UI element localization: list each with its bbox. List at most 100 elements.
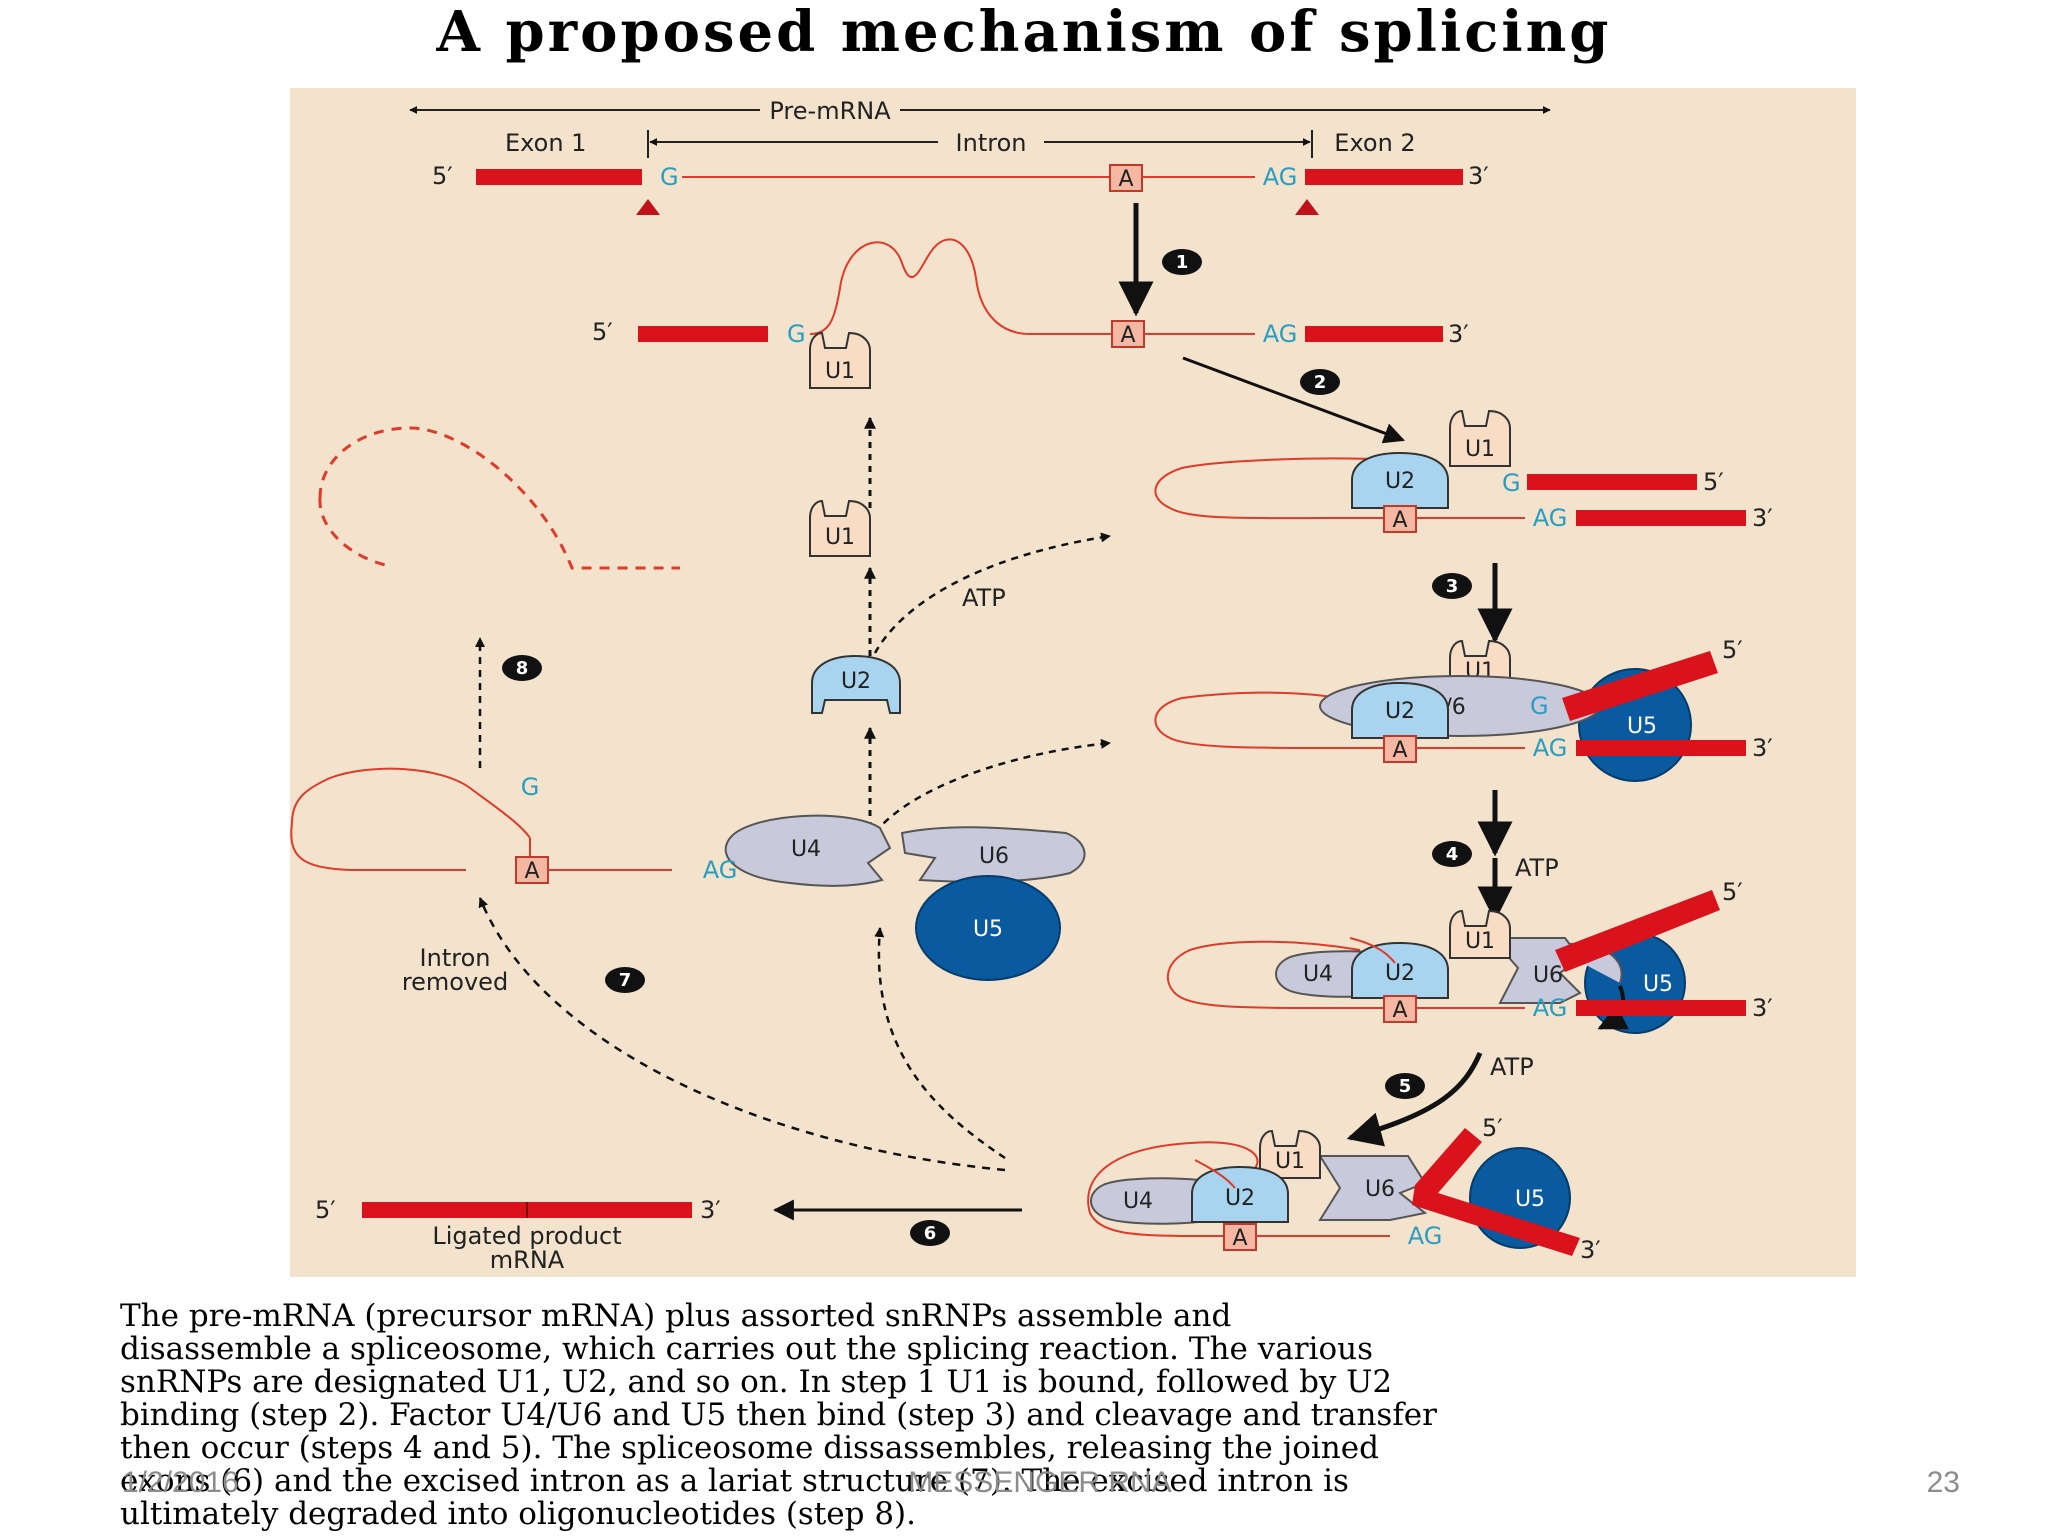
svg-text:7: 7 <box>619 970 632 991</box>
step-5-marker: 5 <box>1385 1073 1425 1099</box>
step-3-marker: 3 <box>1432 573 1472 599</box>
svg-text:5′: 5′ <box>592 318 613 346</box>
slide-number: 23 <box>1926 1466 1960 1499</box>
svg-text:AG: AG <box>1533 734 1568 762</box>
ligated-label-2: mRNA <box>490 1246 565 1274</box>
cleavage-row: U5 U6 5′ U1 U4 U2 A AG 3′ <box>1166 878 1773 1034</box>
svg-text:U6: U6 <box>1533 963 1563 988</box>
svg-text:3′: 3′ <box>700 1196 721 1224</box>
svg-text:U1: U1 <box>1465 437 1495 462</box>
svg-text:8: 8 <box>516 658 529 679</box>
svg-text:U4: U4 <box>791 837 821 862</box>
footer-date: 1/2/2016 <box>122 1466 239 1499</box>
three-prime-label: 3′ <box>1468 162 1489 190</box>
footer-title: MESSENGER RNA <box>908 1466 1172 1499</box>
svg-text:AG: AG <box>1533 994 1568 1022</box>
svg-text:U1: U1 <box>1465 929 1495 954</box>
splicing-diagram: Pre-mRNA Intron Exon 1 Exon 2 5′ G A AG … <box>290 88 1856 1277</box>
svg-text:U1: U1 <box>825 525 855 550</box>
caption-line: ultimately degraded into oligonucleotide… <box>120 1496 917 1532</box>
svg-text:U5: U5 <box>973 917 1003 942</box>
exon2-label: Exon 2 <box>1334 129 1415 157</box>
svg-text:U2: U2 <box>1225 1186 1255 1211</box>
svg-text:U2: U2 <box>1385 699 1415 724</box>
intron-label: Intron <box>956 129 1027 157</box>
step-7-marker: 7 <box>605 967 645 993</box>
svg-text:5′: 5′ <box>1722 636 1743 664</box>
splice-site-3-marker <box>1295 199 1319 215</box>
step-1-marker: 1 <box>1162 249 1202 275</box>
svg-text:U2: U2 <box>1385 469 1415 494</box>
svg-text:5: 5 <box>1399 1076 1412 1097</box>
svg-text:A: A <box>1232 1226 1247 1251</box>
caption-line: snRNPs are designated U1, U2, and so on.… <box>120 1364 1393 1400</box>
splice-site-5-marker <box>636 199 660 215</box>
svg-text:3′: 3′ <box>1752 734 1773 762</box>
svg-text:3′: 3′ <box>1752 994 1773 1022</box>
exon2-bar <box>1305 169 1463 185</box>
snrnp-recycling: U1 U2 ATP U4 U6 U5 <box>724 416 1111 1160</box>
u46-u5-row: U5 U1 U4/6 G 5′ U2 A AG 3′ <box>1154 636 1773 782</box>
exon1-label: Exon 1 <box>505 129 586 157</box>
exon1-bar <box>476 169 642 185</box>
ag-label: AG <box>1263 163 1298 191</box>
u1-bound-row: 5′ G A AG 3′ U1 <box>592 238 1469 389</box>
five-prime-label: 5′ <box>432 162 453 190</box>
svg-text:U2: U2 <box>1385 961 1415 986</box>
caption-line: The pre-mRNA (precursor mRNA) plus assor… <box>120 1298 1232 1334</box>
ligation-row: U5 U6 5′ 3′ U1 U4 U2 A AG <box>1087 1114 1601 1264</box>
svg-text:U6: U6 <box>979 844 1009 869</box>
branch-point-box <box>1109 164 1143 192</box>
svg-text:3: 3 <box>1446 576 1459 597</box>
svg-text:5′: 5′ <box>1482 1114 1503 1142</box>
intron-removed-label-2: removed <box>402 968 508 996</box>
step-2-marker: 2 <box>1300 369 1340 395</box>
svg-text:A: A <box>1392 738 1407 763</box>
svg-text:5′: 5′ <box>315 1196 336 1224</box>
caption-line: then occur (steps 4 and 5). The spliceos… <box>120 1430 1379 1466</box>
atp-label-step5: ATP <box>1490 1053 1534 1081</box>
svg-text:4: 4 <box>1446 844 1459 865</box>
svg-text:5′: 5′ <box>1703 468 1724 496</box>
atp-label-recycle: ATP <box>962 584 1006 612</box>
a-label: A <box>1118 167 1133 192</box>
svg-text:G: G <box>1530 692 1549 720</box>
pre-mrna-row: Pre-mRNA Intron Exon 1 Exon 2 5′ G A AG … <box>409 97 1551 215</box>
svg-text:U4: U4 <box>1123 1189 1153 1214</box>
svg-text:AG: AG <box>1263 320 1298 348</box>
svg-text:3′: 3′ <box>1580 1236 1601 1264</box>
excised-lariat: G A AG Intron removed <box>290 767 738 996</box>
svg-text:U5: U5 <box>1627 714 1657 739</box>
caption-line: exons (6) and the excised intron as a la… <box>120 1463 1349 1499</box>
svg-text:1: 1 <box>1176 252 1189 273</box>
svg-text:A: A <box>1392 998 1407 1023</box>
svg-text:U5: U5 <box>1643 972 1673 997</box>
svg-text:U2: U2 <box>841 669 871 694</box>
svg-text:A: A <box>524 859 539 884</box>
svg-text:AG: AG <box>1408 1222 1443 1250</box>
svg-text:3′: 3′ <box>1752 504 1773 532</box>
atp-label-step4: ATP <box>1515 854 1559 882</box>
u1-snrnp <box>809 331 871 389</box>
step-6-marker: 6 <box>910 1220 950 1246</box>
svg-text:AG: AG <box>703 856 738 884</box>
caption-line: disassemble a spliceosome, which carries… <box>120 1331 1373 1367</box>
svg-text:U1: U1 <box>825 359 855 384</box>
svg-text:U4: U4 <box>1303 962 1333 987</box>
step-8-marker: 8 <box>502 655 542 681</box>
svg-text:6: 6 <box>924 1223 937 1244</box>
svg-text:2: 2 <box>1314 372 1327 393</box>
degraded-intron <box>318 426 680 570</box>
svg-text:G: G <box>787 320 806 348</box>
u2-bound-row: U1 G 5′ U2 A AG 3′ <box>1154 409 1773 533</box>
step-4-marker: 4 <box>1432 841 1472 867</box>
ligated-label-1: Ligated product <box>432 1222 621 1250</box>
caption-line: binding (step 2). Factor U4/U6 and U5 th… <box>120 1397 1437 1433</box>
svg-text:5′: 5′ <box>1722 878 1743 906</box>
svg-text:A: A <box>1392 508 1407 533</box>
svg-text:G: G <box>521 773 540 801</box>
svg-text:AG: AG <box>1533 504 1568 532</box>
svg-text:3′: 3′ <box>1448 320 1469 348</box>
svg-text:A: A <box>1120 323 1135 348</box>
svg-text:U6: U6 <box>1365 1177 1395 1202</box>
